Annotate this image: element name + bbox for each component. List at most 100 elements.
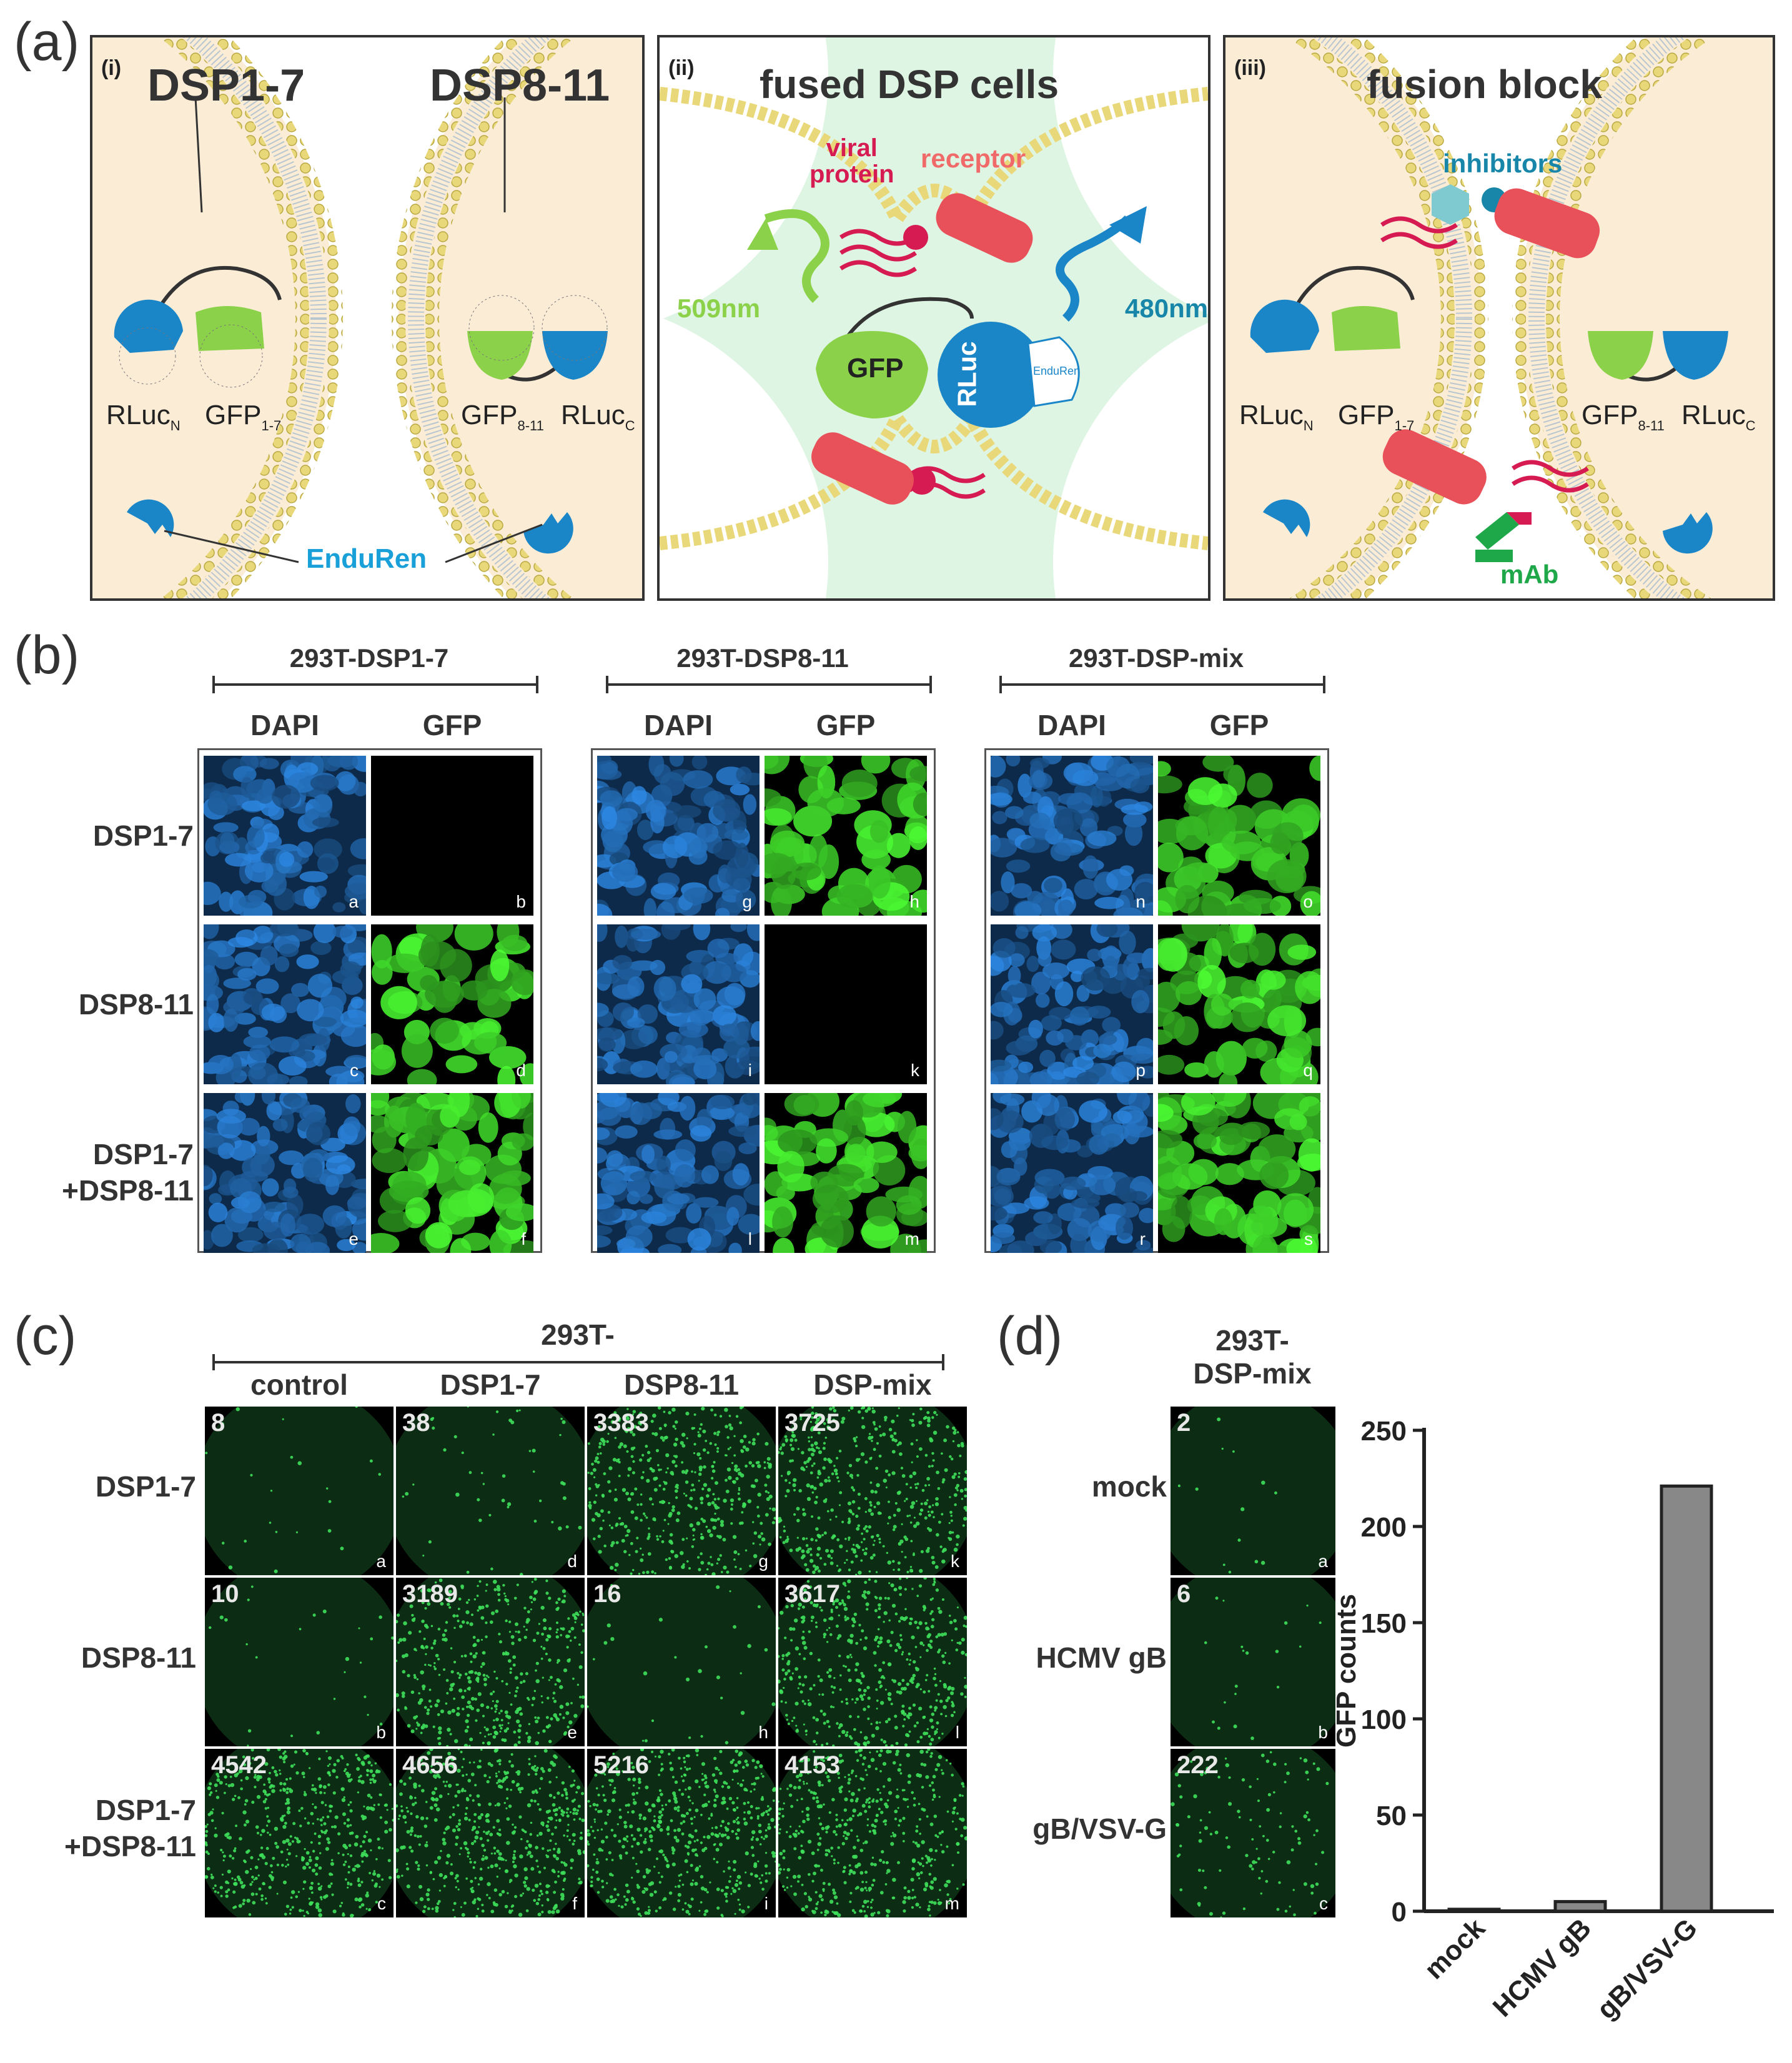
- panel-letter: b: [1318, 1723, 1328, 1742]
- y-axis-label: GFP counts: [1337, 1594, 1362, 1748]
- group-frame: [197, 748, 542, 1253]
- panel-letter: f: [572, 1894, 577, 1913]
- row-label: DSP1-7: [95, 1470, 196, 1503]
- column-header: GFP: [1209, 709, 1269, 741]
- gfp-barrel-icon: [816, 331, 928, 418]
- rluc-icon: [938, 322, 1044, 428]
- gfp-count: 38: [402, 1409, 430, 1437]
- panel-a-iii-box: (iii) fusion block inhibitors mAb RLucN …: [1223, 35, 1775, 601]
- row-label: DSP8-11: [81, 1641, 196, 1674]
- inhibitor-1-icon: [1432, 184, 1469, 225]
- cells-diagram-ii: [660, 37, 1208, 598]
- gfp-count: 3189: [402, 1580, 458, 1608]
- gfp-image: h: [765, 756, 927, 916]
- row-label: DSP1-7: [92, 819, 194, 852]
- row-label: DSP8-11: [78, 988, 194, 1021]
- panel-letter: c: [377, 1894, 386, 1913]
- column-header: DAPI: [250, 709, 319, 741]
- panel-letter: a: [1318, 1551, 1328, 1571]
- title-dsp8-11: DSP8-11: [430, 61, 610, 111]
- label-rluc-n: RLucN: [106, 400, 181, 433]
- panel-letter: q: [1303, 1061, 1313, 1080]
- panel-letter: l: [955, 1723, 959, 1742]
- gfp-count: 4656: [402, 1751, 458, 1779]
- panel-letter: e: [567, 1723, 577, 1742]
- panel-letter: i: [748, 1061, 752, 1080]
- column-header: DSP1-7: [440, 1368, 541, 1401]
- gfp-image: m: [765, 1093, 927, 1253]
- enduren-left-icon: [127, 499, 174, 537]
- column-header: DSP-mix: [813, 1368, 932, 1401]
- label-gfp-8-11-iii: GFP8-11: [1582, 400, 1665, 433]
- column-header: GFP: [422, 709, 482, 741]
- gfp-image: d: [371, 924, 533, 1084]
- dapi-image: g: [597, 756, 760, 916]
- group-frame: [984, 748, 1329, 1253]
- group-title: 293T-DSP-mix: [1068, 643, 1244, 673]
- emission-480-icon: [1056, 215, 1131, 322]
- x-tick-label: gB/VSV-G: [1591, 1912, 1703, 2025]
- panel-a-ii-box: (ii) fused DSP cells viral protein recep…: [657, 35, 1210, 601]
- panel-letter: b: [516, 892, 526, 911]
- bar: [1447, 1907, 1501, 1913]
- gfp-count: 4153: [785, 1751, 840, 1779]
- label-rluc-c-iii: RLucC: [1681, 400, 1756, 433]
- title-dsp1-7: DSP1-7: [147, 61, 305, 111]
- dapi-image: r: [991, 1093, 1153, 1253]
- column-header: DAPI: [1037, 709, 1106, 741]
- title-fusion-block: fusion block: [1367, 62, 1602, 107]
- label-enduren: EnduRen: [306, 543, 427, 574]
- panel-letter: c: [350, 1061, 359, 1080]
- group-frame: [591, 748, 936, 1253]
- label-inhibitors: inhibitors: [1443, 149, 1563, 178]
- label-gfp-1-7-iii: GFP1-7: [1338, 400, 1415, 433]
- group-bracket: [212, 676, 538, 693]
- panel-letter: g: [742, 892, 752, 911]
- gfp-image: s: [1158, 1093, 1320, 1253]
- gfp-count: 5216: [593, 1751, 649, 1779]
- panel-letter: d: [516, 1061, 526, 1080]
- panel-letter: d: [567, 1551, 577, 1571]
- label-480nm: 480nm: [1125, 294, 1209, 323]
- gfp-count: 8: [211, 1409, 225, 1437]
- gfp-image: f: [371, 1093, 533, 1253]
- label-viral-protein: viral protein: [809, 134, 894, 188]
- panel-letter: m: [904, 1229, 919, 1249]
- panel-c-letter: (c): [14, 1306, 77, 1366]
- row-label: mock: [1091, 1470, 1167, 1503]
- panel-letter: o: [1303, 892, 1313, 911]
- panel-letter: h: [758, 1723, 768, 1742]
- panel-letter: l: [748, 1229, 752, 1249]
- sub-label-i: (i): [101, 56, 122, 80]
- well-image: 38 d: [396, 1407, 585, 1575]
- well-image: 5216 i: [587, 1749, 776, 1917]
- panel-letter: f: [521, 1229, 526, 1249]
- y-tick-label: 200: [1361, 1512, 1407, 1543]
- cells-diagram-i: [92, 37, 642, 598]
- bar: [1660, 1484, 1713, 1913]
- gfp-count: 3383: [593, 1409, 649, 1437]
- receptor-bottom: [811, 432, 914, 505]
- bar: [1553, 1900, 1607, 1913]
- panel-letter: p: [1136, 1061, 1146, 1080]
- panel-c-header: 293T-: [541, 1318, 615, 1351]
- panel-c-bracket: [212, 1354, 944, 1370]
- sub-label-iii: (iii): [1234, 56, 1266, 80]
- column-header: DSP8-11: [623, 1368, 740, 1401]
- panel-letter: i: [764, 1894, 768, 1913]
- rluc-n-gfp1-7-construct: [114, 265, 282, 388]
- y-tick-label: 150: [1361, 1608, 1407, 1639]
- y-tick-label: 0: [1392, 1897, 1407, 1927]
- y-tick-label: 50: [1376, 1801, 1407, 1831]
- dapi-image: n: [991, 756, 1153, 916]
- receptor-top: [936, 193, 1033, 263]
- gfp-image: k: [765, 924, 927, 1084]
- column-header: control: [250, 1368, 348, 1401]
- gfp-count: 10: [211, 1580, 239, 1608]
- group-title: 293T-DSP8-11: [676, 643, 849, 673]
